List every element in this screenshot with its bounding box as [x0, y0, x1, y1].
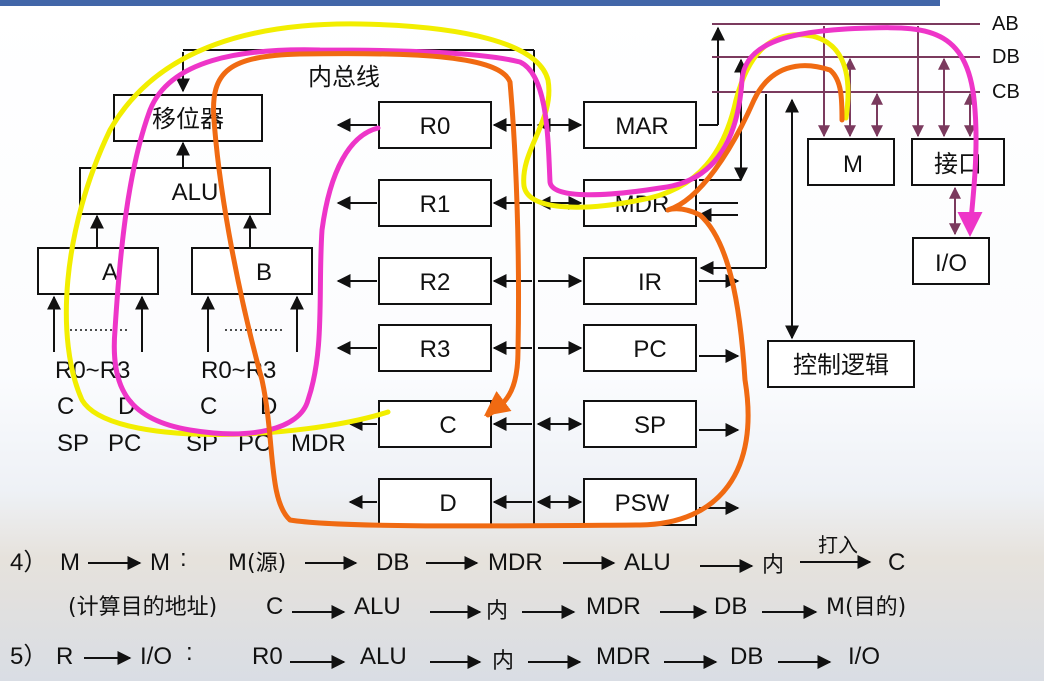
step-5-source: R	[56, 643, 73, 670]
svg-text:M(目的): M(目的)	[826, 595, 906, 620]
svg-text:C: C	[888, 549, 905, 576]
right-register-outputs	[697, 202, 740, 515]
svg-text:C: C	[266, 593, 283, 620]
svg-text:R0~R3: R0~R3	[201, 357, 276, 384]
svg-text:ALU: ALU	[360, 643, 407, 670]
svg-text:PSW: PSW	[615, 490, 670, 517]
internal-bus: 内总线	[176, 49, 535, 524]
step-5-number: 5）	[10, 643, 47, 670]
svg-text:R0: R0	[420, 113, 451, 140]
latch-b: B	[191, 247, 313, 295]
register-psw: PSW	[583, 478, 697, 526]
register-r2: R2	[378, 257, 492, 305]
data-bus-label: DB	[992, 46, 1020, 68]
register-sp: SP	[583, 400, 697, 448]
svg-text:MAR: MAR	[615, 113, 668, 140]
step-4-source: M	[60, 549, 80, 576]
svg-text:内: 内	[486, 599, 508, 624]
svg-text:控制逻辑: 控制逻辑	[793, 351, 889, 379]
svg-text:DB: DB	[376, 549, 409, 576]
svg-text:R0: R0	[252, 643, 283, 670]
step-4-number: 4）	[10, 549, 47, 576]
latch-a-input-sources: R0~R3 C D SP PC	[55, 357, 141, 457]
latch-in-note: 打入	[818, 533, 858, 557]
step-4-destination: M	[150, 549, 170, 576]
svg-text:D: D	[439, 490, 456, 517]
svg-text:M: M	[843, 151, 863, 178]
register-ir: IR	[583, 257, 697, 305]
svg-text:MDR: MDR	[586, 593, 641, 620]
svg-text:内: 内	[762, 553, 784, 578]
latch-b-label: B	[256, 259, 272, 286]
svg-text:DB: DB	[730, 643, 763, 670]
register-r1: R1	[378, 179, 492, 227]
io-interface: 接口	[911, 138, 1005, 186]
register-mar: MAR	[583, 101, 697, 149]
svg-text:R2: R2	[420, 269, 451, 296]
svg-text:MDR: MDR	[596, 643, 651, 670]
right-register-bus-links	[536, 118, 583, 509]
svg-text:C: C	[439, 412, 456, 439]
svg-text:M(源): M(源)	[228, 551, 286, 576]
svg-text:R3: R3	[420, 336, 451, 363]
svg-text:ALU: ALU	[354, 593, 401, 620]
slide-top-bar	[0, 0, 940, 6]
register-d: D	[378, 478, 492, 526]
svg-text:R1: R1	[420, 191, 451, 218]
register-pc: PC	[583, 324, 697, 372]
step-5-description: 5） R I/O : R0 ALU 内 MDR DB I/O	[10, 639, 880, 674]
register-c: C	[378, 400, 492, 448]
left-register-bus-links	[492, 118, 532, 509]
svg-text:SP: SP	[57, 430, 89, 457]
io-device: I/O	[912, 237, 990, 285]
svg-text:C: C	[200, 393, 217, 420]
svg-text:PC: PC	[633, 336, 666, 363]
svg-text:SP: SP	[634, 412, 666, 439]
svg-text:(计算目的地址): (计算目的地址)	[68, 595, 217, 620]
step-4-description: 4） M M : M(源) DB MDR ALU 内 打入 C (计算目的地址)…	[10, 533, 906, 624]
orange-highlight-path	[211, 51, 845, 529]
svg-text:C: C	[57, 393, 74, 420]
pink-highlight-path	[111, 25, 983, 437]
svg-text:DB: DB	[714, 593, 747, 620]
svg-text:I/O: I/O	[848, 643, 880, 670]
left-register-outputs	[336, 118, 377, 509]
register-r3: R3	[378, 324, 492, 372]
svg-text:I/O: I/O	[935, 250, 967, 277]
shifter: 移位器	[113, 94, 263, 142]
latch-a: A	[37, 247, 159, 295]
control-logic: 控制逻辑	[767, 340, 915, 388]
svg-text::: :	[180, 545, 187, 572]
control-bus-label: CB	[992, 81, 1020, 103]
svg-text:PC: PC	[108, 430, 141, 457]
latch-b-input-sources: R0~R3 C D SP PC MDR	[186, 357, 346, 457]
latch-a-label: A	[102, 259, 118, 286]
svg-text:MDR: MDR	[488, 549, 543, 576]
svg-text:IR: IR	[638, 269, 662, 296]
svg-text:ALU: ALU	[624, 549, 671, 576]
register-r0: R0	[378, 101, 492, 149]
svg-text:MDR: MDR	[291, 430, 346, 457]
svg-text::: :	[186, 639, 193, 666]
address-bus-label: AB	[992, 13, 1019, 35]
internal-bus-label: 内总线	[308, 63, 380, 91]
memory-m: M	[807, 138, 895, 186]
svg-text:内: 内	[492, 649, 514, 674]
alu-label: ALU	[172, 179, 219, 206]
step-5-destination: I/O	[140, 643, 172, 670]
alu: ALU	[79, 167, 271, 215]
